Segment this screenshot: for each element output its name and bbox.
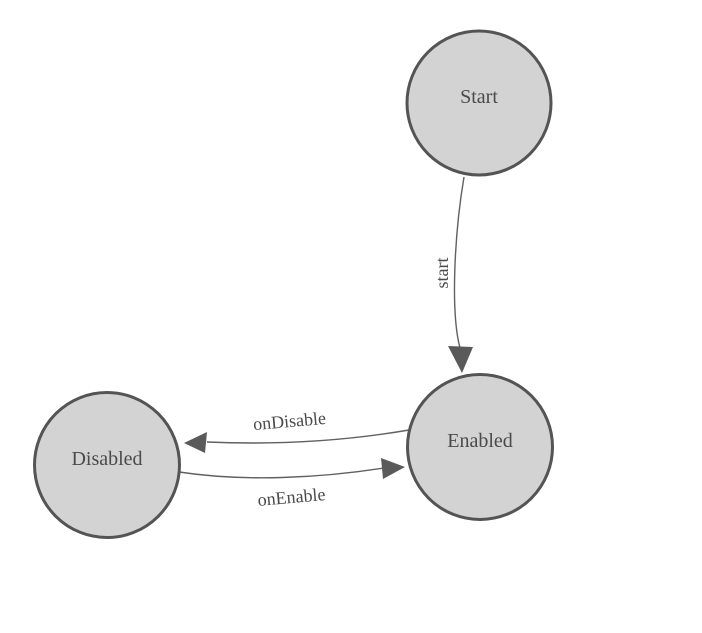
node-disabled-circle[interactable] — [33, 391, 181, 539]
node-enabled-circle[interactable] — [406, 373, 554, 521]
node-enabled-label: Enabled — [447, 430, 513, 452]
edge-start-transition[interactable]: start — [432, 176, 473, 373]
node-start-label: Start — [460, 86, 498, 108]
arrowhead-start-transition-icon — [448, 346, 473, 373]
node-disabled-label: Disabled — [71, 448, 142, 470]
edge-start-transition-line[interactable] — [453, 176, 465, 349]
edge-label-onDisable: onDisable — [252, 408, 326, 434]
node-disabled[interactable]: Disabled — [33, 391, 181, 539]
node-start-circle[interactable] — [405, 29, 553, 177]
edge-onDisable-transition-line[interactable] — [206, 429, 410, 444]
arrowhead-onDisable-transition-icon — [184, 432, 207, 453]
edge-label-onEnable: onEnable — [257, 484, 326, 510]
edge-onEnable-transition[interactable]: onEnable — [178, 458, 405, 510]
edge-onEnable-transition-line[interactable] — [178, 467, 385, 479]
edge-onDisable-transition[interactable]: onDisable — [184, 408, 410, 453]
node-start[interactable]: Start — [405, 29, 553, 177]
edge-label-start: start — [432, 258, 452, 289]
arrowhead-onEnable-transition-icon — [381, 458, 405, 479]
node-enabled[interactable]: Enabled — [406, 373, 554, 521]
